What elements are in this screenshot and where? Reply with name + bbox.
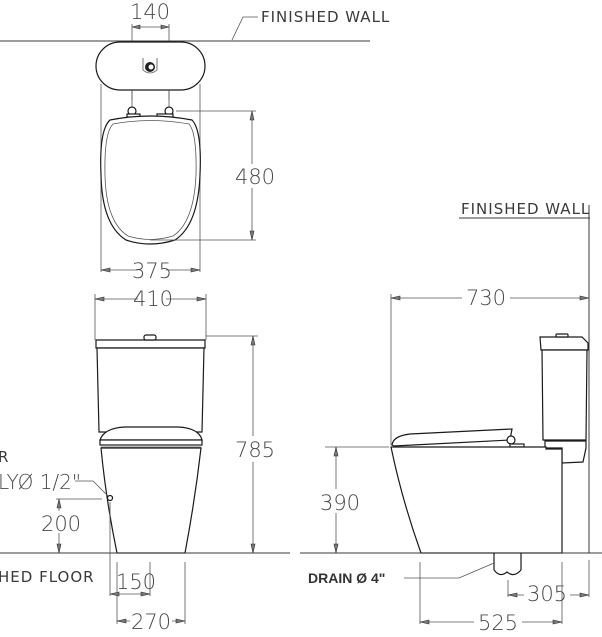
dim-480: 480 bbox=[235, 165, 275, 189]
tank-lid bbox=[95, 339, 206, 349]
tank-body-side bbox=[541, 349, 588, 441]
side-view: FINISHED WALL 730 390 bbox=[300, 200, 602, 635]
top-view: FINISHED WALL 140 bbox=[0, 0, 390, 283]
bowl-front bbox=[100, 447, 202, 554]
water-supply-leader bbox=[75, 480, 109, 497]
drain-label: DRAIN Ø 4" bbox=[308, 570, 385, 586]
dim-150: 150 bbox=[116, 570, 156, 594]
dim-410: 410 bbox=[133, 287, 173, 311]
dim-785: 785 bbox=[235, 438, 275, 462]
dim-525: 525 bbox=[478, 611, 518, 635]
water-supply-label-2: LYØ 1/2" bbox=[0, 470, 81, 494]
dim-200: 200 bbox=[41, 512, 81, 536]
water-supply-label-1: R bbox=[0, 448, 9, 466]
dim-305: 305 bbox=[527, 582, 567, 606]
tank-body bbox=[96, 347, 205, 433]
front-view: 410 785 R LYØ 1/2" 200 HED FLOOR bbox=[0, 287, 290, 634]
dim-140: 140 bbox=[130, 0, 170, 24]
dim-375: 375 bbox=[132, 259, 172, 283]
tank-lid-side bbox=[539, 336, 589, 351]
seat-front bbox=[99, 426, 203, 441]
finished-wall-leader-top bbox=[231, 16, 258, 41]
dim-730: 730 bbox=[466, 286, 506, 310]
finished-wall-label-side: FINISHED WALL bbox=[461, 200, 590, 218]
finished-wall-label-top: FINISHED WALL bbox=[261, 8, 390, 26]
dim-390: 390 bbox=[320, 491, 360, 515]
bowl-side bbox=[390, 446, 563, 554]
finished-floor-label: HED FLOOR bbox=[0, 568, 95, 586]
flush-button-icon bbox=[142, 58, 158, 74]
dim-270: 270 bbox=[131, 610, 171, 634]
drain-pipe bbox=[493, 553, 522, 576]
seat-plan-outline bbox=[100, 115, 201, 245]
seat-side bbox=[391, 428, 513, 447]
drain-leader bbox=[404, 562, 495, 579]
water-inlet bbox=[106, 494, 114, 502]
